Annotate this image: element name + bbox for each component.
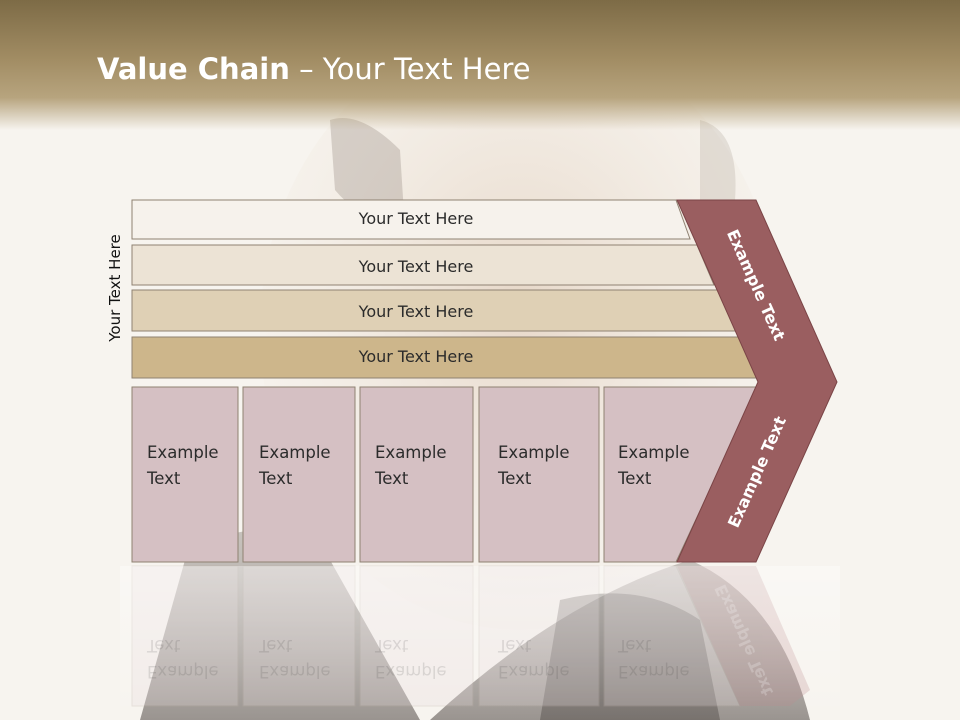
column-label-1-line2: Text [147, 469, 181, 488]
column-label-2-line1: Example [259, 443, 331, 462]
column-reflection-2: Example Text [259, 632, 331, 684]
column-reflection-5-line2: Text [618, 636, 652, 655]
row-label-4: Your Text Here [358, 347, 474, 366]
column-reflection-4-line2: Text [498, 636, 532, 655]
column-reflection-3-line1: Example [375, 662, 447, 681]
column-label-4-line1: Example [498, 443, 570, 462]
column-label-5-line2: Text [618, 469, 652, 488]
column-box-2 [242, 386, 356, 563]
margin-arrow [676, 199, 838, 563]
column-box-1 [131, 386, 239, 563]
title-bold: Value Chain [97, 52, 290, 86]
column-reflection-4: Example Text [498, 632, 570, 684]
column-reflection-1: Example Text [147, 632, 219, 684]
row-label-3: Your Text Here [358, 302, 474, 321]
row-label-1: Your Text Here [358, 209, 474, 228]
row-bar-1 [131, 199, 691, 240]
title-rest: – Your Text Here [289, 52, 531, 86]
header-band [0, 0, 960, 130]
column-reflection-2-line2: Text [259, 636, 293, 655]
column-box-3 [359, 386, 474, 563]
column-reflection-3: Example Text [375, 632, 447, 684]
column-box-5 [603, 386, 759, 563]
slide-title: Value Chain – Your Text Here [97, 52, 531, 86]
column-label-4-line2: Text [498, 469, 532, 488]
column-label-2-line2: Text [259, 469, 293, 488]
column-reflection-4-line1: Example [498, 662, 570, 681]
row-label-2: Your Text Here [358, 257, 474, 276]
row-bar-2 [131, 244, 715, 286]
column-box-4 [478, 386, 600, 563]
column-label-3-line2: Text [375, 469, 409, 488]
column-label-5-line1: Example [618, 443, 690, 462]
column-reflection-1-line2: Text [147, 636, 181, 655]
column-label-1-line1: Example [147, 443, 219, 462]
column-reflection-2-line1: Example [259, 662, 331, 681]
column-reflection-3-line2: Text [375, 636, 409, 655]
column-reflection-5: Example Text [618, 632, 690, 684]
column-reflection-5-line1: Example [618, 662, 690, 681]
column-reflection-1-line1: Example [147, 662, 219, 681]
column-label-3-line1: Example [375, 443, 447, 462]
